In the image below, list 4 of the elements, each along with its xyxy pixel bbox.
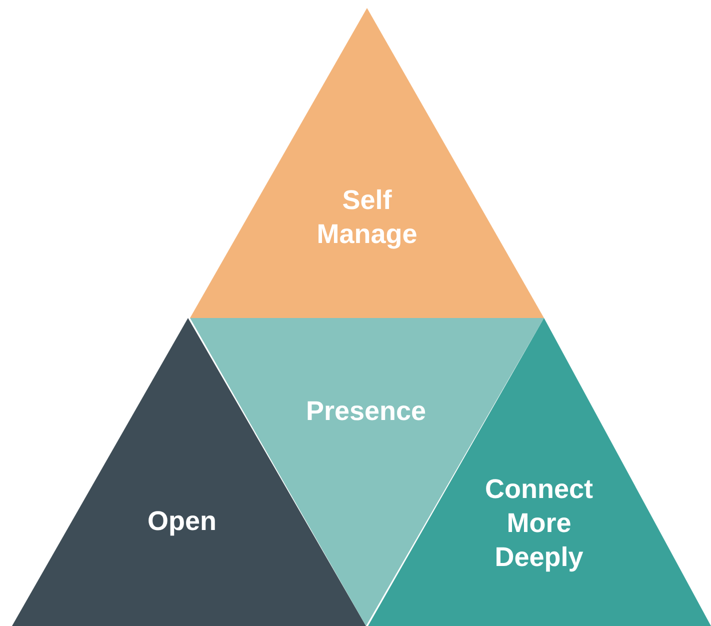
triangle-label: Self Manage bbox=[316, 184, 418, 251]
triangle-label: Connect More Deeply bbox=[484, 473, 594, 574]
triangle-label: Open bbox=[146, 505, 218, 538]
triangle-label: Presence bbox=[304, 395, 428, 428]
